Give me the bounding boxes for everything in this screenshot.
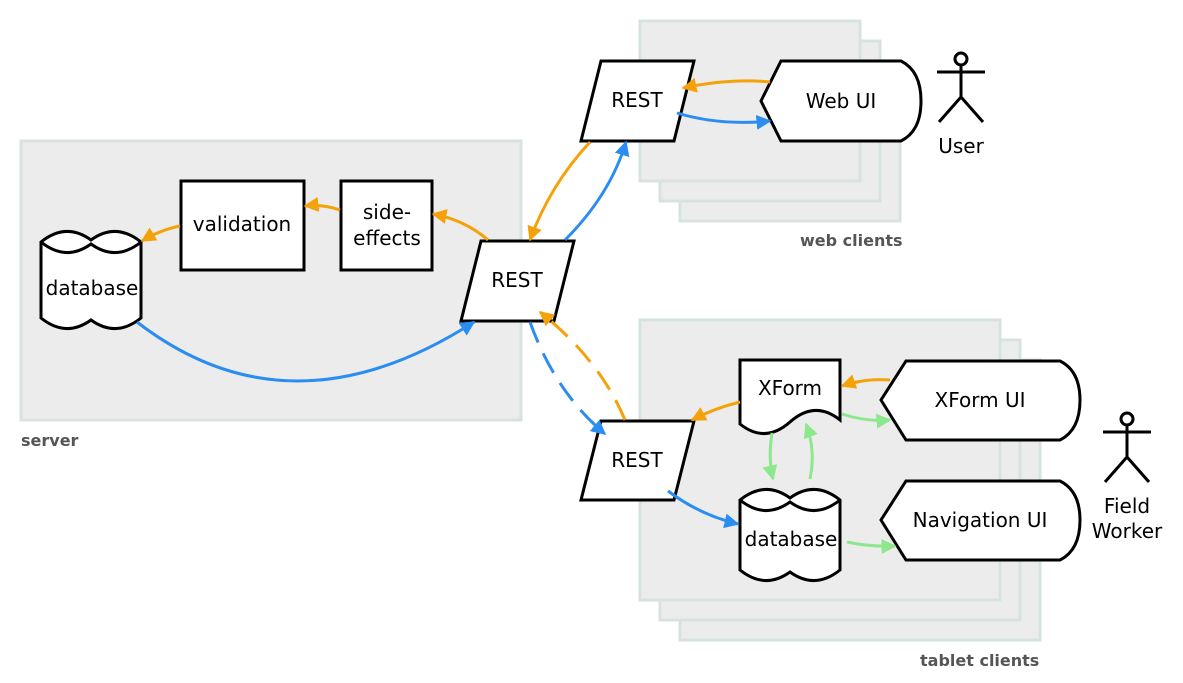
tablet-rest-label: REST (611, 448, 663, 472)
server-rest-label: REST (491, 268, 543, 292)
arrow-web-rest-to-server-rest (527, 140, 592, 242)
web-clients-group-label: web clients (800, 231, 903, 250)
web-rest-node: REST (579, 59, 696, 143)
validation-node: validation (179, 179, 306, 272)
xform-label: XForm (758, 376, 822, 400)
tablet-rest-node: REST (579, 419, 696, 502)
arrow-xform-ui-to-xform (840, 374, 891, 389)
tablet-database-label: database (745, 527, 838, 551)
side-effects-label-line2: effects (353, 226, 421, 250)
field-worker-actor: Field Worker (1092, 411, 1163, 543)
navigation-ui-label: Navigation UI (913, 508, 1048, 532)
arrow-xform-to-tablet-database (762, 432, 778, 481)
arrow-tablet-rest-to-server-rest (538, 310, 627, 421)
side-effects-node: side- effects (339, 179, 434, 272)
arrow-server-rest-to-web-rest (563, 140, 630, 242)
xform-ui-label: XForm UI (935, 388, 1026, 412)
server-database-label: database (46, 276, 139, 300)
arrow-tablet-database-to-navigation-ui (846, 539, 897, 555)
user-label: User (938, 134, 984, 158)
tablet-database-node: database (738, 488, 842, 582)
xform-ui-node: XForm UI (879, 359, 1082, 442)
user-actor-icon (937, 51, 985, 123)
arrow-database-to-rest (136, 320, 476, 383)
tablet-clients-group-label: tablet clients (920, 651, 1039, 670)
server-database-node: database (39, 230, 143, 330)
web-ui-node: Web UI (759, 59, 923, 143)
arrow-side-effects-to-validation (303, 197, 341, 212)
arrow-xform-to-xform-ui (841, 412, 892, 429)
arrows (136, 77, 897, 555)
arrow-rest-to-tablet-database (667, 489, 740, 529)
validation-label: validation (193, 212, 291, 236)
arrow-rest-to-web-ui (676, 111, 772, 130)
arrow-tablet-database-to-xform (803, 422, 818, 480)
user-actor: User (937, 51, 985, 158)
web-rest-label: REST (611, 88, 663, 112)
server-rest-node: REST (459, 239, 576, 323)
arrow-web-ui-to-rest (681, 77, 771, 93)
server-group-label: server (21, 431, 79, 450)
navigation-ui-node: Navigation UI (879, 479, 1082, 562)
side-effects-label-line1: side- (363, 200, 411, 224)
field-worker-label-line1: Field (1104, 494, 1150, 518)
arrow-xform-to-rest (690, 400, 741, 422)
arrow-server-rest-to-tablet-rest (528, 321, 607, 436)
field-worker-label-line2: Worker (1092, 519, 1163, 543)
arrow-validation-to-database (140, 224, 181, 243)
arrow-rest-to-side-effects (431, 209, 489, 242)
xform-node: XForm (738, 358, 842, 435)
web-ui-label: Web UI (806, 89, 877, 113)
field-worker-actor-icon (1103, 411, 1151, 483)
